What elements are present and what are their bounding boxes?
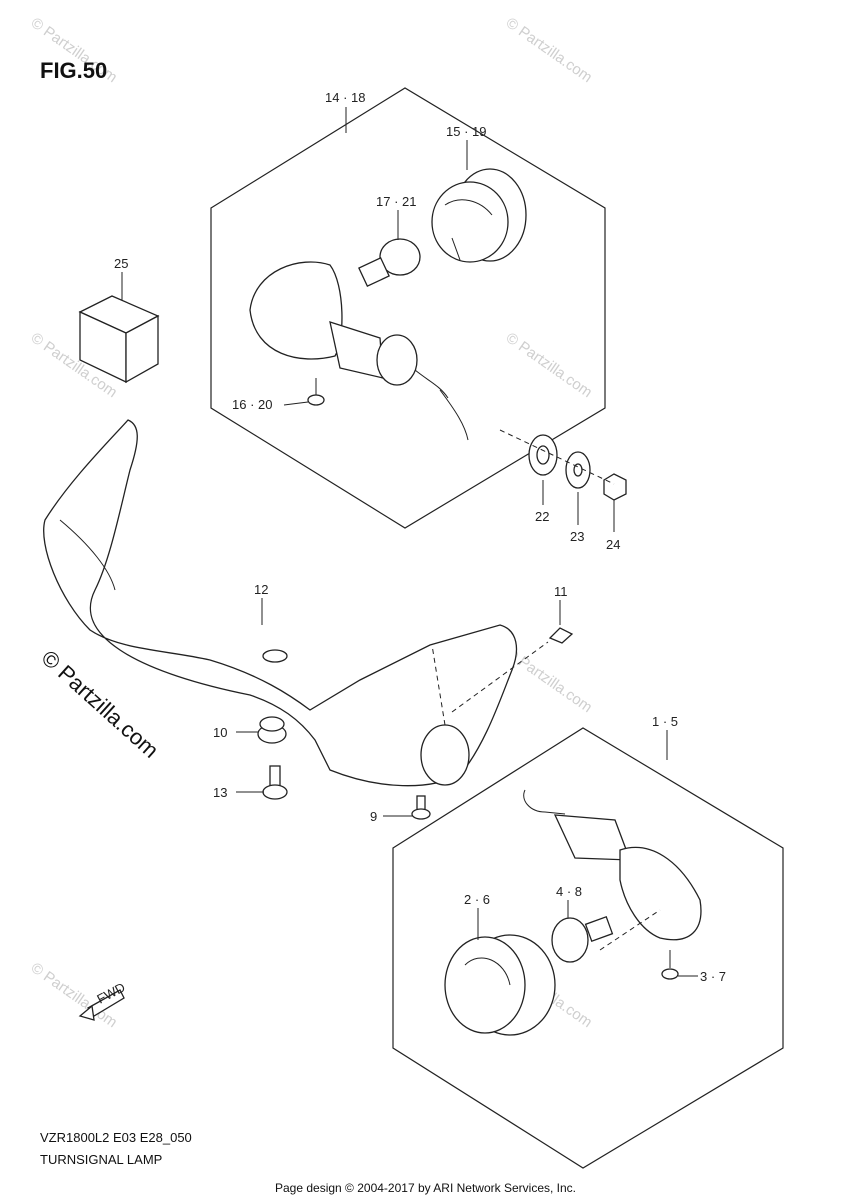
callout-16-20: 16 · 20 [232,397,272,412]
assembly-axis [499,429,615,485]
callout-17-21: 17 · 21 [376,194,416,209]
relay-25 [78,272,160,384]
callout-15-19: 15 · 19 [446,124,486,139]
callout-12: 12 [254,582,268,597]
callout-2-6: 2 · 6 [464,892,490,907]
grommet-10 [257,716,287,744]
callout-labels: 14 · 18 15 · 19 17 · 21 25 16 · 20 22 23… [114,90,726,984]
screw-upper [307,378,325,406]
bolt-13 [262,765,288,800]
callout-11: 11 [554,584,568,599]
callout-25: 25 [114,256,128,271]
screw-11 [548,600,574,644]
callout-23: 23 [570,529,584,544]
callout-13: 13 [213,785,227,800]
washer-23 [565,451,591,489]
upper-lamp-housing [249,261,469,441]
upper-assembly-outline [210,87,606,529]
callout-9: 9 [370,809,377,824]
callout-10: 10 [213,725,227,740]
lens-lower [444,934,556,1036]
bulb-upper [358,238,421,287]
model-code: VZR1800L2 E03 E28_050 [40,1130,192,1145]
lens-upper [431,168,527,263]
watermark: © Partzilla.com [503,14,596,86]
callout-14-18: 14 · 18 [325,90,365,105]
callout-3-7: 3 · 7 [700,969,726,984]
lower-assembly-outline [392,727,784,1169]
bracket-12 [43,419,549,787]
screw-lower [661,950,679,980]
screw-9 [411,795,431,820]
leader-lines [236,107,698,977]
diagram-name: TURNSIGNAL LAMP [40,1152,162,1167]
figure-title: FIG.50 [40,58,107,83]
callout-4-8: 4 · 8 [556,884,582,899]
callout-24: 24 [606,537,620,552]
callout-22: 22 [535,509,549,524]
callout-1-5: 1 · 5 [652,714,678,729]
watermark: © Partzilla.com [503,329,596,401]
page-credit: Page design © 2004-2017 by ARI Network S… [275,1181,576,1195]
nut-24 [603,473,627,501]
bulb-lower [551,915,614,963]
lower-lamp-housing [523,789,702,951]
washer-22 [528,434,558,476]
